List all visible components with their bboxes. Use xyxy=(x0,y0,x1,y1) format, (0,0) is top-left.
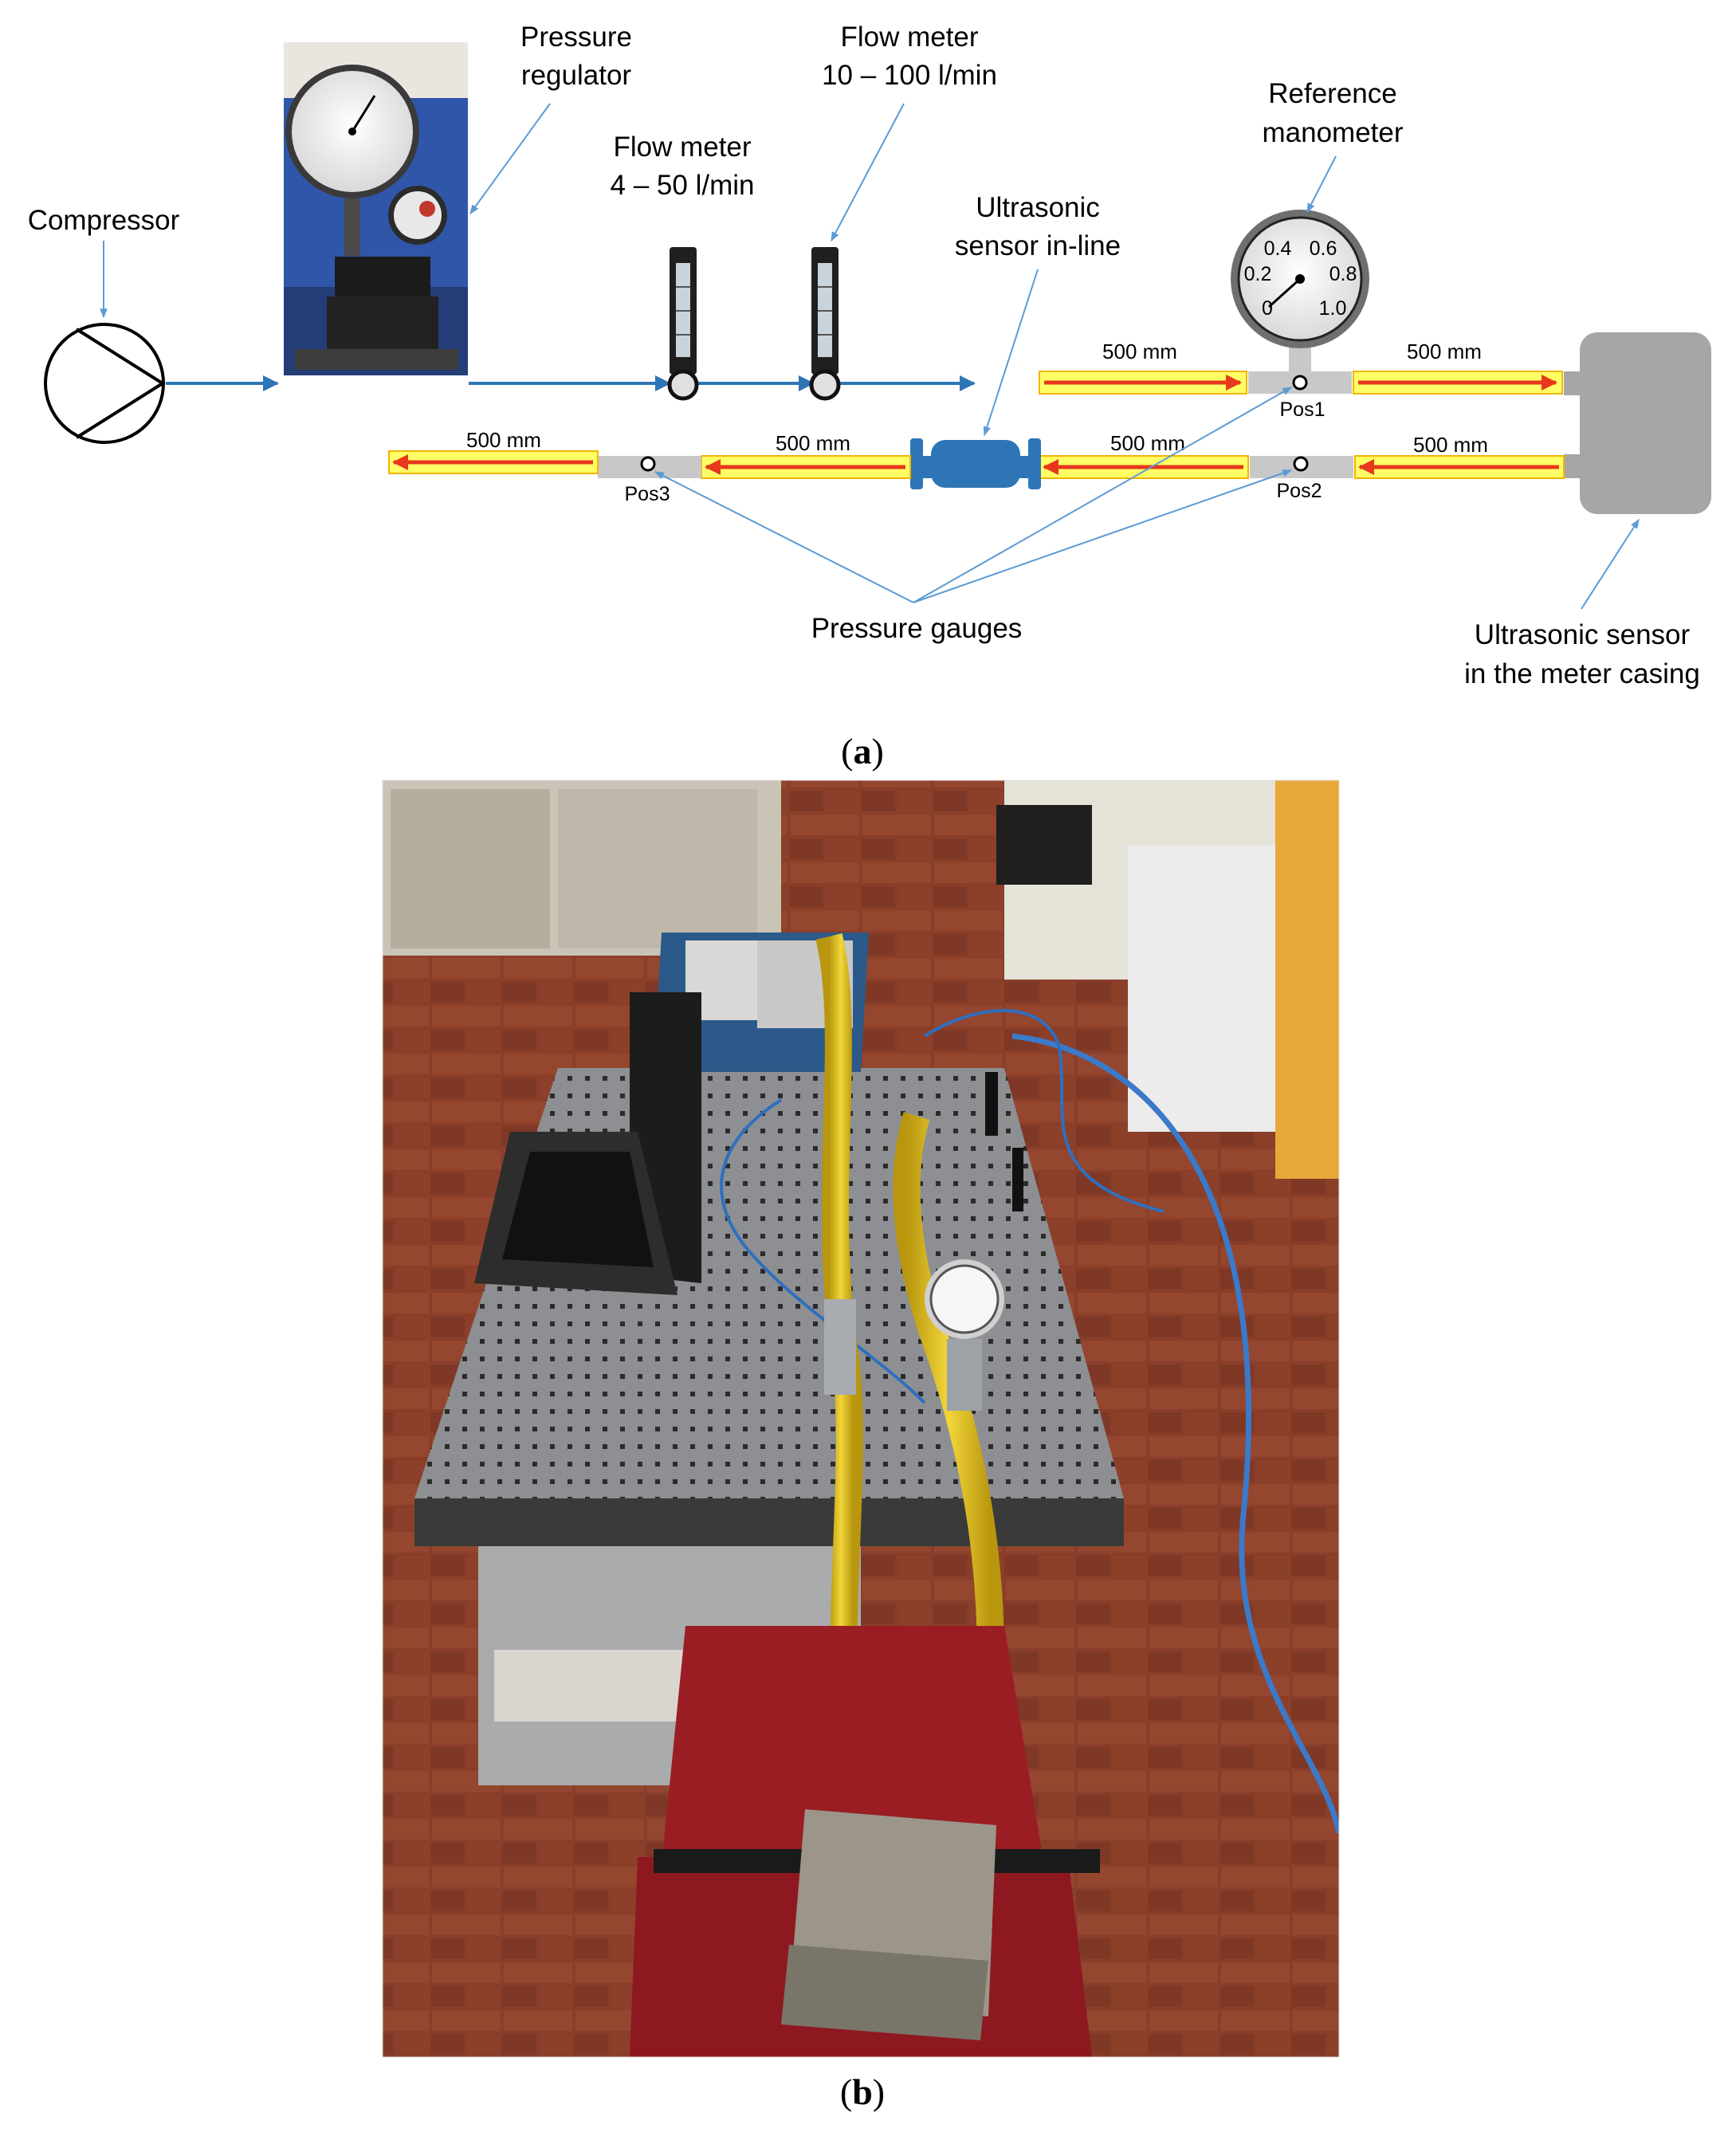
callout-line xyxy=(654,471,914,603)
measurement-point xyxy=(640,456,656,472)
pressure-regulator-label: regulator xyxy=(521,60,631,91)
ultrasonic-inline-label: Ultrasonic xyxy=(976,192,1100,223)
pos1-label: Pos1 xyxy=(1280,399,1326,421)
reference-manometer-label: Reference xyxy=(1268,78,1396,109)
measurement-point xyxy=(1293,456,1309,472)
compressor-label: Compressor xyxy=(28,205,180,236)
caption-b: (b) xyxy=(840,2071,885,2112)
svg-text:0.2: 0.2 xyxy=(1244,263,1272,285)
callout-line xyxy=(983,269,1039,437)
ultrasonic-inline-label: sensor in-line xyxy=(955,230,1121,261)
pipe-length-label: 500 mm xyxy=(776,431,850,455)
pos3-label: Pos3 xyxy=(625,483,670,505)
pipe-length-label: 500 mm xyxy=(1110,431,1185,455)
schematic-panel: Compressor Pressure regulator xyxy=(28,22,1711,772)
callout-line xyxy=(831,103,905,242)
caption-a: (a) xyxy=(841,731,884,772)
callout-line xyxy=(1306,155,1337,214)
callout-line xyxy=(913,387,1293,603)
reference-manometer-label: manometer xyxy=(1262,117,1403,148)
pressure-gauges-label: Pressure gauges xyxy=(811,613,1023,644)
pipe-length-label: 500 mm xyxy=(466,428,541,452)
svg-text:0.4: 0.4 xyxy=(1264,238,1292,260)
svg-text:0: 0 xyxy=(1262,297,1273,320)
reference-manometer: 0 0.2 0.4 0.6 0.8 1.0 xyxy=(1231,210,1369,348)
flow-meter-large-label: Flow meter xyxy=(840,22,978,53)
flow-meter-small-label: Flow meter xyxy=(613,132,751,163)
setup-photo xyxy=(382,779,1340,2058)
callout-line xyxy=(469,103,551,214)
flow-meter-small xyxy=(667,247,699,401)
svg-text:1.0: 1.0 xyxy=(1319,297,1347,320)
pos2-label: Pos2 xyxy=(1277,480,1322,502)
ultrasonic-inline-sensor xyxy=(910,438,1041,489)
flow-meter-large xyxy=(809,247,841,401)
ultrasonic-casing-label: in the meter casing xyxy=(1464,658,1700,689)
flow-meter-large-label: 10 – 100 l/min xyxy=(822,60,997,91)
meter-casing xyxy=(1564,332,1711,514)
pressure-regulator-label: Pressure xyxy=(520,22,632,53)
pressure-regulator-photo xyxy=(284,42,468,375)
callout-line xyxy=(913,469,1293,603)
svg-text:0.8: 0.8 xyxy=(1329,263,1357,285)
compressor-symbol xyxy=(44,323,166,444)
pipe-length-label: 500 mm xyxy=(1407,340,1482,363)
pipe-length-label: 500 mm xyxy=(1413,433,1488,457)
flow-meter-small-label: 4 – 50 l/min xyxy=(611,170,755,201)
callout-line xyxy=(1581,518,1640,610)
svg-text:0.6: 0.6 xyxy=(1310,238,1337,260)
measurement-point xyxy=(1292,375,1308,391)
ultrasonic-casing-label: Ultrasonic sensor xyxy=(1475,619,1691,650)
pipe-length-label: 500 mm xyxy=(1102,340,1177,363)
